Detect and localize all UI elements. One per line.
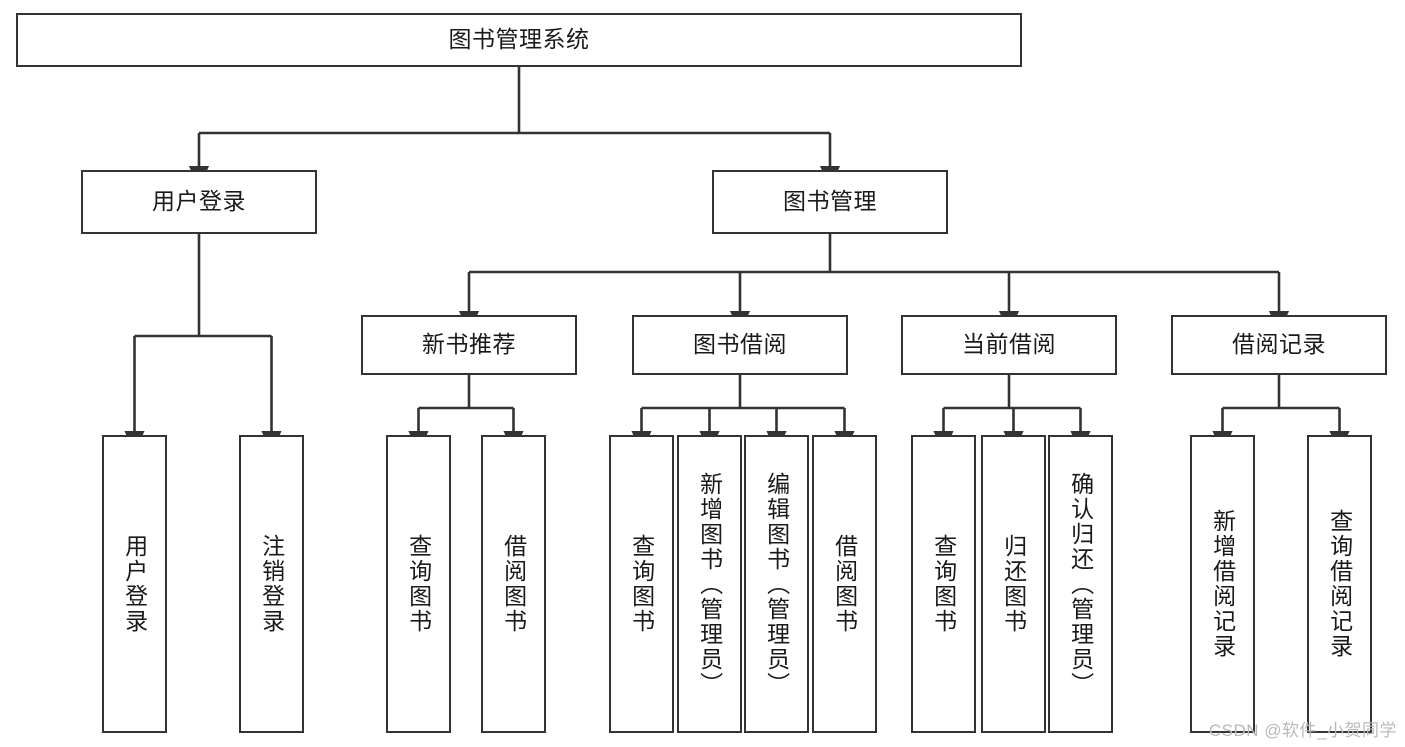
node-label-current-borrow: 当前借阅 [962,331,1056,358]
node-current-borrow[interactable]: 当前借阅 [901,315,1117,375]
node-leaf-borrow-query-book[interactable]: 查询图书 [609,435,674,733]
node-label-leaf-borrow-query-book: 查询图书 [628,534,655,634]
node-leaf-cur-return-book[interactable]: 归还图书 [981,435,1046,733]
node-label-leaf-borrow-add-book: 新增图书（管理员） [696,471,723,697]
node-leaf-borrow-borrow-book[interactable]: 借阅图书 [812,435,877,733]
node-label-leaf-borrow-edit-book: 编辑图书（管理员） [763,471,790,697]
node-label-leaf-rec-query-record: 查询借阅记录 [1326,509,1353,659]
node-label-book-borrow: 图书借阅 [693,331,787,358]
node-leaf-rec-query-book[interactable]: 查询图书 [386,435,451,733]
node-leaf-rec-borrow-book[interactable]: 借阅图书 [481,435,546,733]
node-label-user-login: 用户登录 [152,188,246,215]
node-label-leaf-rec-borrow-book: 借阅图书 [500,534,527,634]
node-book-borrow[interactable]: 图书借阅 [632,315,848,375]
node-leaf-rec-query-record[interactable]: 查询借阅记录 [1307,435,1372,733]
node-label-root: 图书管理系统 [448,26,590,53]
node-label-leaf-borrow-borrow-book: 借阅图书 [831,534,858,634]
node-leaf-borrow-edit-book[interactable]: 编辑图书（管理员） [744,435,809,733]
node-label-leaf-user-logout: 注销登录 [258,534,285,634]
node-root[interactable]: 图书管理系统 [16,13,1022,67]
node-borrow-record[interactable]: 借阅记录 [1171,315,1387,375]
node-label-leaf-cur-return-book: 归还图书 [1000,534,1027,634]
node-label-borrow-record: 借阅记录 [1232,331,1326,358]
node-new-book-rec[interactable]: 新书推荐 [361,315,577,375]
node-book-manage[interactable]: 图书管理 [712,170,948,234]
node-leaf-cur-confirm-return[interactable]: 确认归还（管理员） [1048,435,1113,733]
node-leaf-cur-query-book[interactable]: 查询图书 [911,435,976,733]
node-label-leaf-user-login: 用户登录 [121,534,148,634]
connector-lines [124,67,1350,453]
watermark: CSDN @软件_小贺同学 [1208,721,1397,740]
node-label-leaf-cur-query-book: 查询图书 [930,534,957,634]
node-leaf-user-login[interactable]: 用户登录 [102,435,167,733]
node-label-leaf-rec-add-record: 新增借阅记录 [1209,509,1236,659]
node-leaf-user-logout[interactable]: 注销登录 [239,435,304,733]
node-label-leaf-rec-query-book: 查询图书 [405,534,432,634]
node-user-login[interactable]: 用户登录 [81,170,317,234]
node-label-leaf-cur-confirm-return: 确认归还（管理员） [1067,471,1094,697]
node-label-new-book-rec: 新书推荐 [422,331,516,358]
node-leaf-rec-add-record[interactable]: 新增借阅记录 [1190,435,1255,733]
node-leaf-borrow-add-book[interactable]: 新增图书（管理员） [677,435,742,733]
node-label-book-manage: 图书管理 [783,188,877,215]
